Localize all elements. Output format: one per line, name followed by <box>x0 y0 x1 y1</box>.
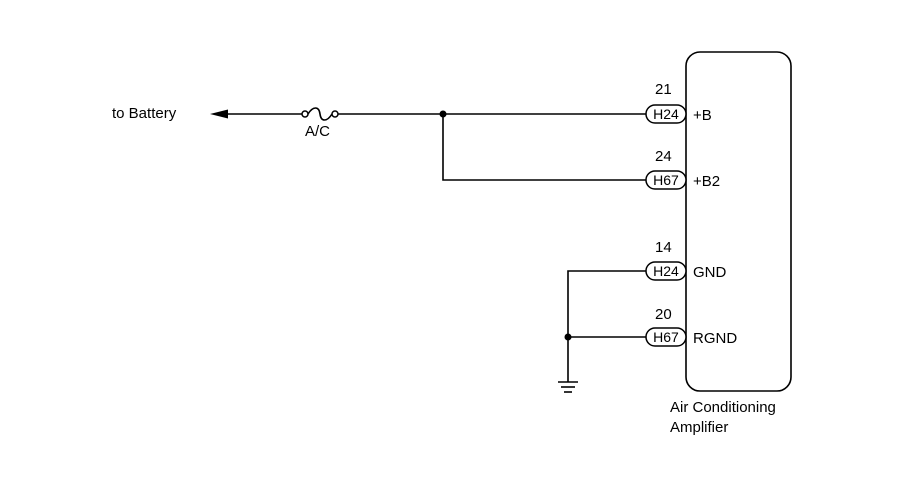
pin-plus-b: 21 H24 +B <box>645 81 712 124</box>
terminal-label: RGND <box>693 330 737 347</box>
fuse-label: A/C <box>305 123 330 140</box>
pin-number: 20 <box>655 306 672 323</box>
pin-number: 21 <box>655 81 672 98</box>
terminal-label: GND <box>693 264 727 281</box>
fuse-symbol-icon <box>301 107 339 121</box>
battery-arrow-icon <box>210 109 228 119</box>
connector-code: H24 <box>653 263 679 279</box>
terminal-label: +B <box>693 107 712 124</box>
connector-code: H24 <box>653 106 679 122</box>
component-name-line2: Amplifier <box>670 419 728 436</box>
terminal-label: +B2 <box>693 173 720 190</box>
connector-badge <box>645 104 687 124</box>
component-name-line1: Air Conditioning <box>670 399 776 416</box>
ground-icon <box>558 381 578 393</box>
battery-label: to Battery <box>112 105 177 122</box>
wire-plus-b2 <box>442 114 646 181</box>
pin-plus-b2: 24 H67 +B2 <box>645 148 720 190</box>
pin-gnd: 14 H24 GND <box>645 239 727 281</box>
connector-code: H67 <box>653 329 679 345</box>
connector-badge <box>645 261 687 281</box>
wire-gnd <box>567 270 646 382</box>
amplifier-box <box>685 51 792 392</box>
ground-junction-dot <box>564 333 572 341</box>
connector-badge <box>645 170 687 190</box>
connector-code: H67 <box>653 172 679 188</box>
pin-number: 24 <box>655 148 672 165</box>
pin-rgnd: 20 H67 RGND <box>645 306 737 347</box>
pin-number: 14 <box>655 239 672 256</box>
connector-badge <box>645 327 687 347</box>
